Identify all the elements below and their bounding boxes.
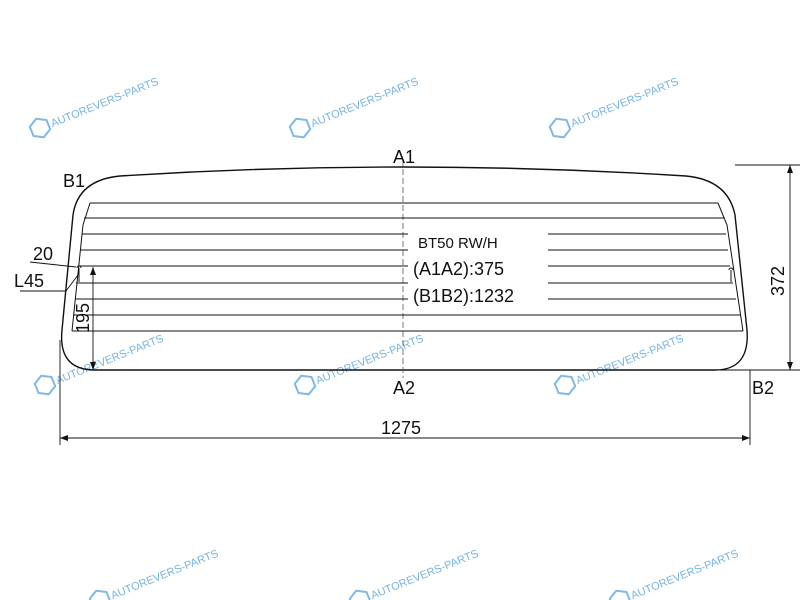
label-background xyxy=(408,228,548,308)
height-dimension: 372 xyxy=(768,266,788,296)
watermark-logo-icon xyxy=(33,374,57,396)
watermark-logo-icon xyxy=(293,374,317,396)
a1a2-label: (A1A2):375 xyxy=(413,259,504,279)
width-dimension: 1275 xyxy=(381,418,421,438)
watermark-text: AUTOREVERS-PARTS xyxy=(49,76,160,130)
watermark-logo-icon xyxy=(348,589,372,600)
point-a2: A2 xyxy=(393,378,415,398)
watermark: AUTOREVERS-PARTS xyxy=(348,548,480,600)
watermark-logo-icon xyxy=(288,117,312,139)
heater-edge-right xyxy=(717,202,744,332)
side-dimension: 195 xyxy=(73,303,93,333)
watermark-text: AUTOREVERS-PARTS xyxy=(309,76,420,130)
dimension-lines xyxy=(20,164,800,445)
watermark: AUTOREVERS-PARTS xyxy=(548,76,680,139)
heater-lines xyxy=(72,202,743,332)
watermark: AUTOREVERS-PARTS xyxy=(553,333,685,396)
watermark-logo-icon xyxy=(28,117,52,139)
offset-dimension: 20 xyxy=(33,244,53,264)
watermark-text: AUTOREVERS-PARTS xyxy=(54,333,165,387)
hinge-left xyxy=(76,265,82,282)
model-label: BT50 RW/H xyxy=(418,235,498,252)
watermark-text: AUTOREVERS-PARTS xyxy=(629,548,740,600)
watermark: AUTOREVERS-PARTS xyxy=(88,548,220,600)
watermarks: AUTOREVERS-PARTS AUTOREVERS-PARTS AUTOREVE… xyxy=(28,76,740,600)
heater-edge-left xyxy=(71,202,91,332)
angle-dimension: L45 xyxy=(14,271,44,291)
b1b2-label: (B1B2):1232 xyxy=(413,286,514,306)
watermark-text: AUTOREVERS-PARTS xyxy=(569,76,680,130)
watermark: AUTOREVERS-PARTS xyxy=(288,76,420,139)
hinge-right xyxy=(728,267,734,282)
watermark: AUTOREVERS-PARTS xyxy=(28,76,160,139)
watermark-text: AUTOREVERS-PARTS xyxy=(109,548,220,600)
watermark: AUTOREVERS-PARTS xyxy=(33,333,165,396)
watermark-text: AUTOREVERS-PARTS xyxy=(574,333,685,387)
watermark-text: AUTOREVERS-PARTS xyxy=(369,548,480,600)
watermark-logo-icon xyxy=(608,589,632,600)
point-b1: B1 xyxy=(63,171,85,191)
point-a1: A1 xyxy=(393,147,415,167)
watermark-logo-icon xyxy=(88,589,112,600)
watermark-logo-icon xyxy=(553,374,577,396)
dimension-arrows xyxy=(60,165,793,441)
glass-outline xyxy=(60,166,748,371)
point-b2: B2 xyxy=(752,378,774,398)
watermark-logo-icon xyxy=(548,117,572,139)
watermark: AUTOREVERS-PARTS xyxy=(608,548,740,600)
